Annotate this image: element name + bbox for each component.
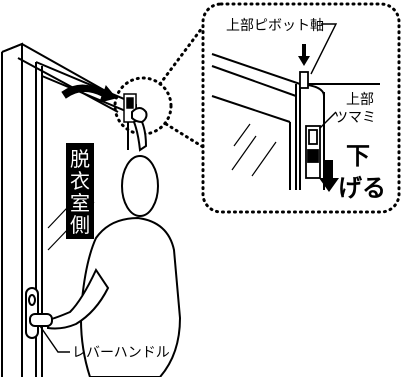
pivot-shaft xyxy=(299,71,309,89)
room-label-box xyxy=(66,143,94,239)
top-knob-label-line-1: 上部 xyxy=(346,92,374,108)
lever-leader-line xyxy=(39,325,70,353)
lower-label-line-2: げる xyxy=(338,174,386,202)
callout-connectors xyxy=(158,18,210,152)
lever-handle xyxy=(25,287,53,339)
curved-arrow-icon xyxy=(61,84,117,103)
top-knob-label-line-2: ツマミ xyxy=(334,110,376,126)
lower-label-line-1: 下 xyxy=(346,142,370,170)
room-label-char-1: 脱 xyxy=(70,147,90,171)
top-knob-detail xyxy=(305,125,321,179)
room-label-char-3: 室 xyxy=(70,191,90,215)
inset-glass-reflection xyxy=(231,123,277,177)
pivot-down-arrow-icon xyxy=(298,44,310,66)
lever-handle-label: レバーハンドル xyxy=(72,345,170,361)
lower-down-arrow-icon xyxy=(319,160,339,192)
leader-lines xyxy=(310,23,338,129)
door-frame xyxy=(1,42,119,377)
room-label-char-2: 衣 xyxy=(70,169,90,193)
person xyxy=(47,107,182,377)
pivot-shaft-label: 上部ピボット軸 xyxy=(226,18,324,34)
room-label-char-4: 側 xyxy=(70,213,90,237)
